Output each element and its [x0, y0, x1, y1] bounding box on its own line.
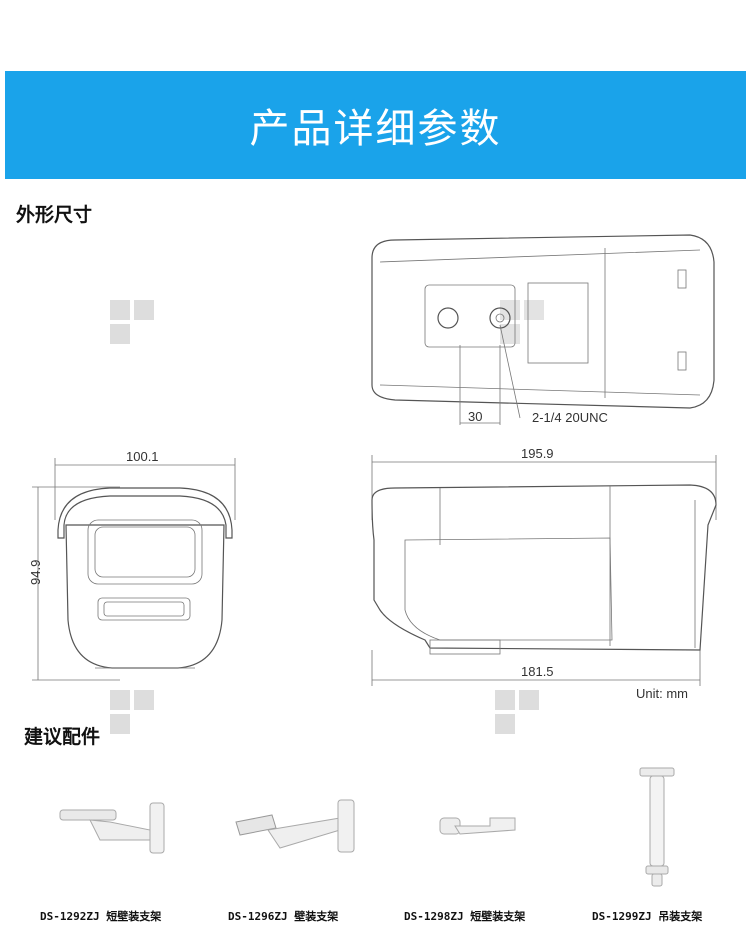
page-title: 产品详细参数: [249, 106, 502, 152]
bracket-label-1299: DS-1299ZJ 吊装支架: [592, 910, 703, 923]
header-banner: 产品详细参数: [5, 71, 746, 179]
front-view-drawing: [32, 458, 236, 681]
dimension-height: 94.9: [28, 560, 43, 585]
bracket-label-1292: DS-1292ZJ 短壁装支架: [40, 910, 162, 923]
dimension-30: 30: [468, 409, 482, 424]
bracket-image-1296: [235, 799, 355, 853]
section-title-accessories: 建议配件: [24, 726, 101, 748]
watermark-logo: [110, 300, 544, 734]
bottom-view-drawing: [371, 234, 715, 425]
bracket-image-1298: [439, 817, 516, 835]
dimension-thread: 2-1/4 20UNC: [532, 410, 608, 425]
bracket-label-1298: DS-1298ZJ 短壁装支架: [404, 910, 526, 923]
dimension-width: 100.1: [126, 449, 159, 464]
bracket-label-1296: DS-1296ZJ 壁装支架: [228, 910, 339, 923]
dimension-length: 195.9: [521, 446, 554, 461]
bracket-image-1299: [639, 767, 675, 887]
bracket-image-1292: [59, 802, 165, 854]
side-view-drawing: [371, 455, 717, 686]
dimension-inner-length: 181.5: [521, 664, 554, 679]
section-title-dimensions: 外形尺寸: [16, 204, 93, 226]
unit-label: Unit: mm: [636, 686, 688, 701]
